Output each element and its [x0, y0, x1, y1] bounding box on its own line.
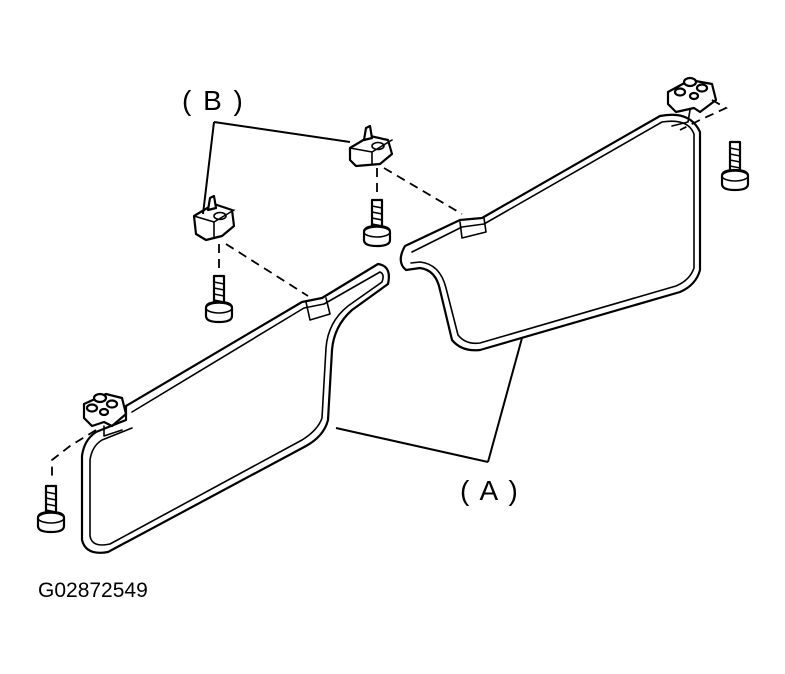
label-holder-b: ( B ) [182, 85, 245, 116]
right-sun-visor [399, 113, 702, 352]
left-screw [36, 484, 66, 534]
label-sun-visor-a: ( A ) [460, 475, 520, 506]
right-screw-guide-line [679, 99, 728, 131]
label-b-leader-lines [202, 121, 351, 215]
right-hinge-bracket [666, 76, 718, 127]
figure-code: G02872549 [38, 579, 148, 602]
left-hinge-bracket [82, 392, 128, 437]
label-a-leader-lines [335, 337, 523, 463]
holder-lower-screw [204, 274, 234, 324]
right-screw [720, 140, 750, 192]
left-screw-guide-line [51, 429, 97, 478]
holder-lower-guide-to-visor [225, 243, 309, 297]
holder-upper-guide-to-visor [383, 167, 463, 215]
left-sun-visor [80, 262, 390, 554]
holder-upper-screw [362, 198, 392, 248]
holder-upper [348, 124, 394, 168]
holder-lower [192, 194, 236, 242]
